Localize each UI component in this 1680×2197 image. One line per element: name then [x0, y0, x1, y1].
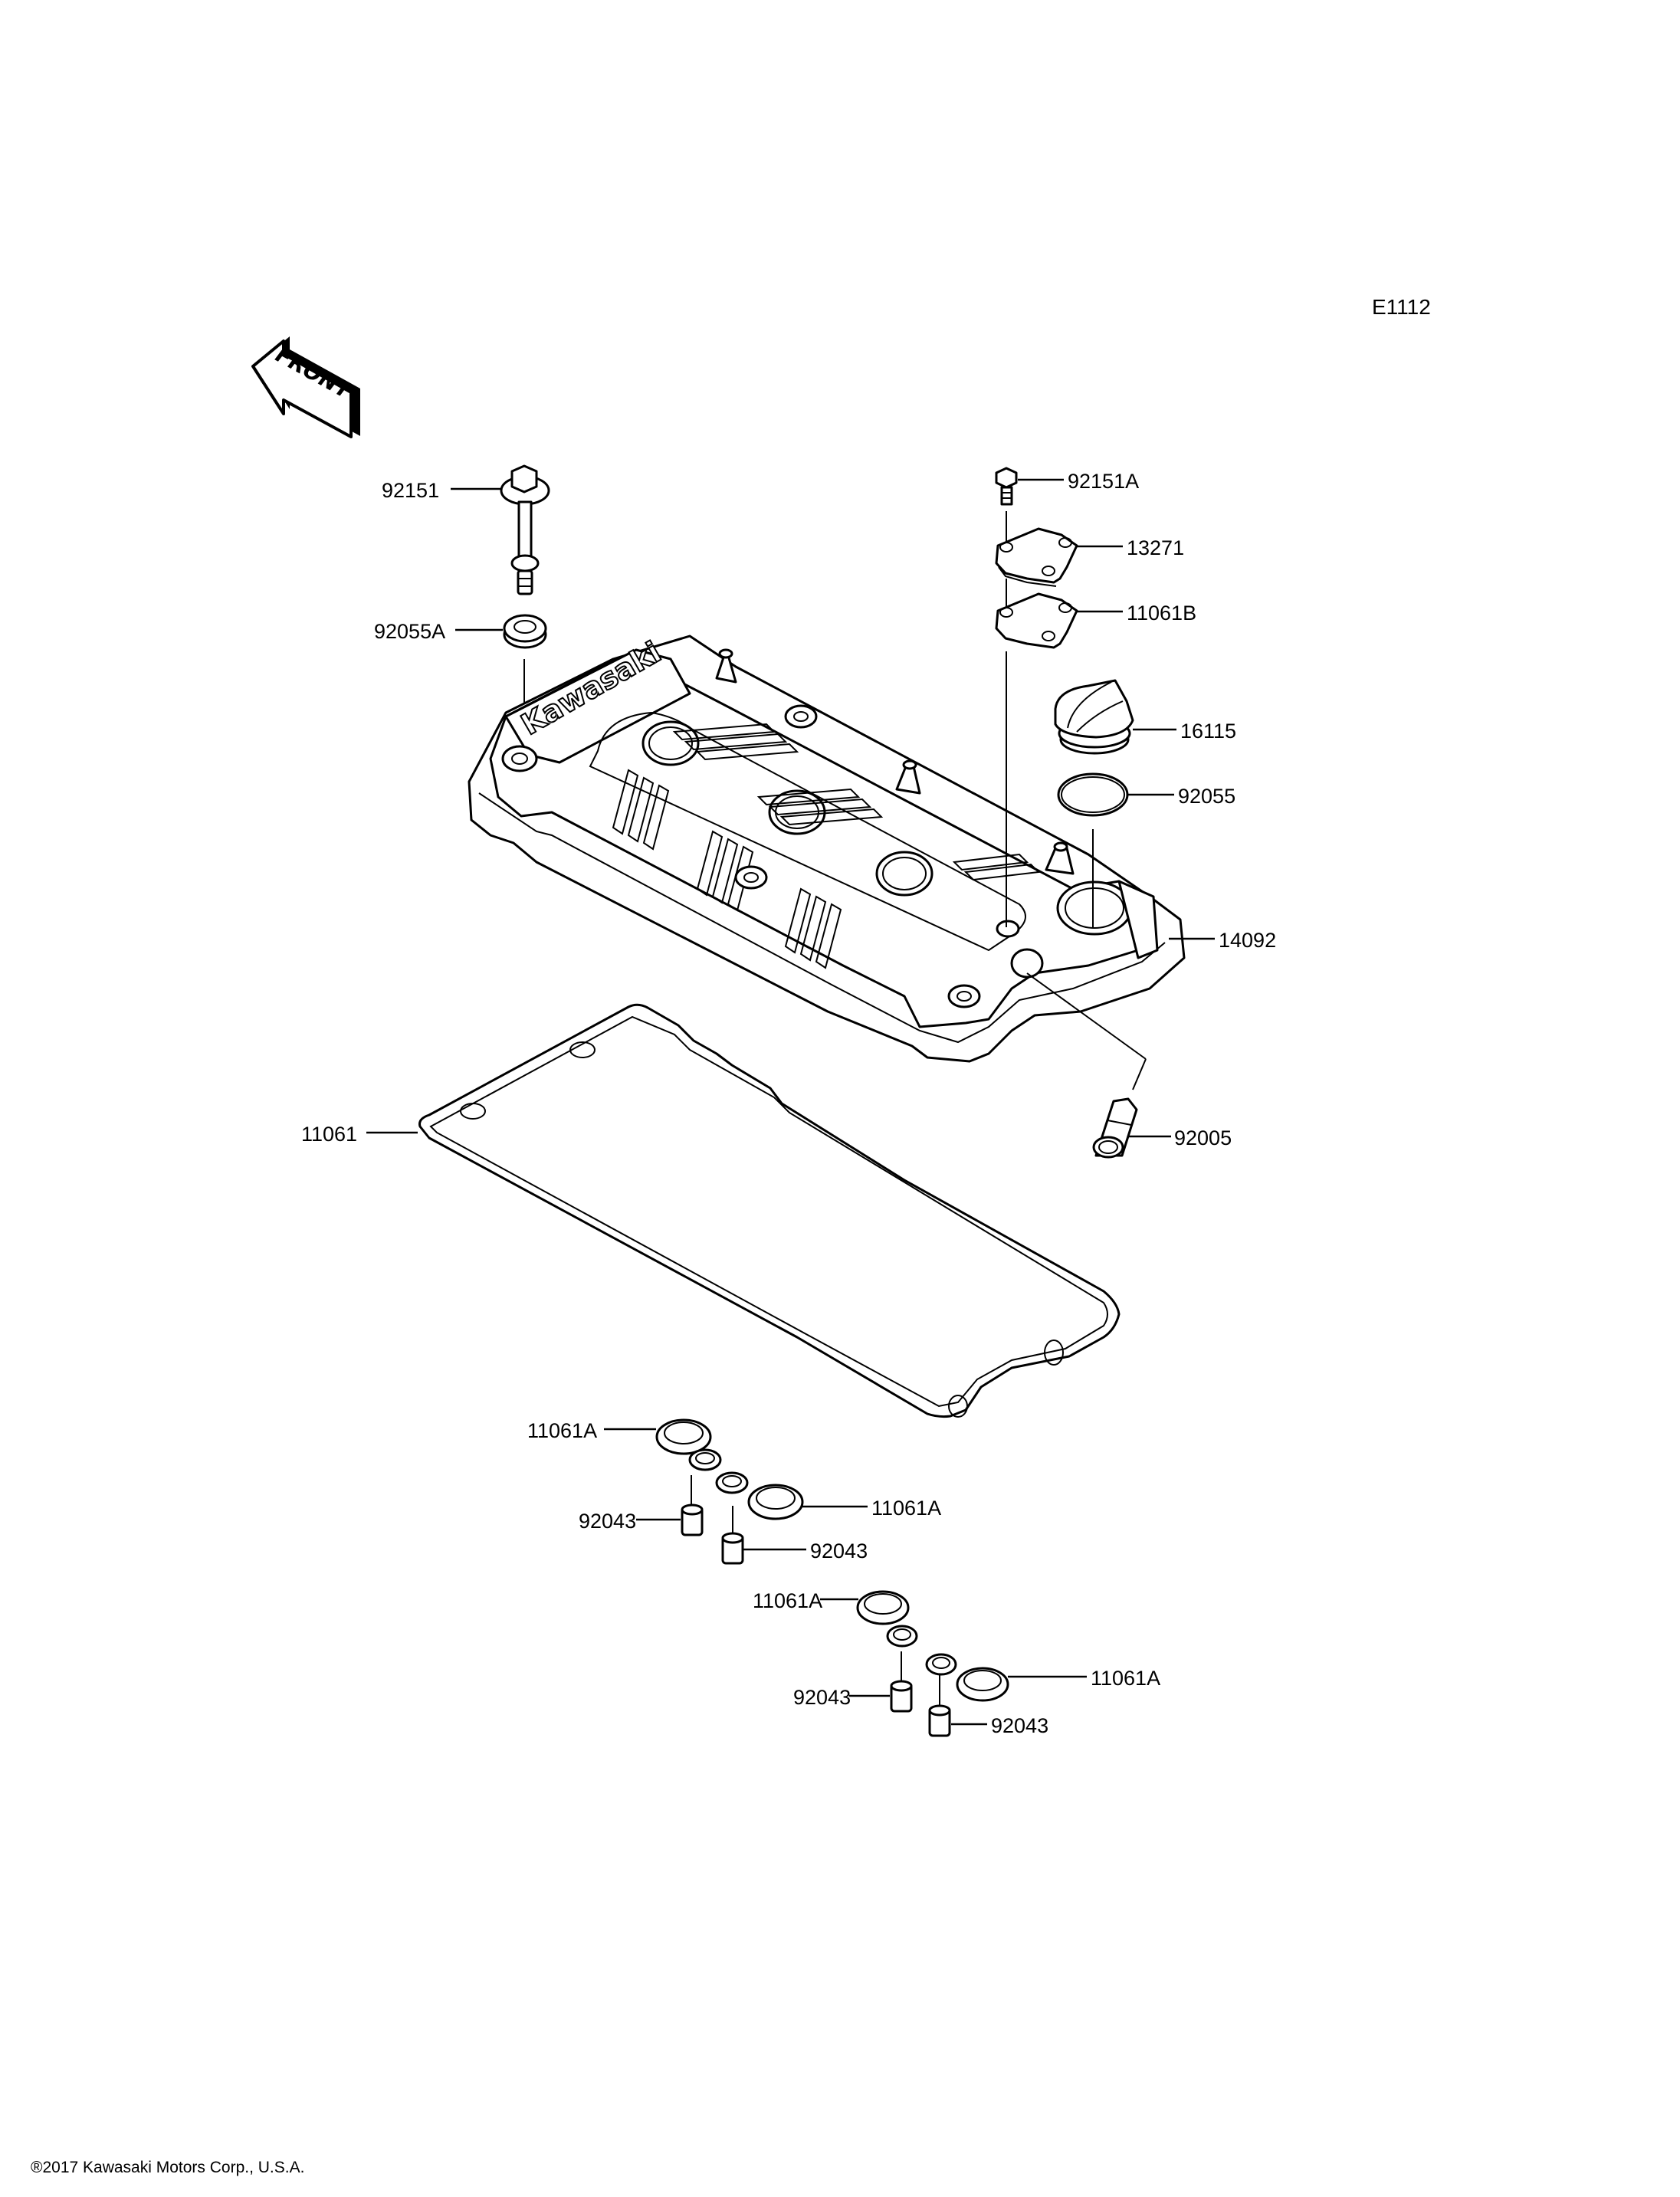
part-label-92043-2[interactable]: 92043	[810, 1540, 868, 1562]
collar-4[interactable]	[928, 1704, 951, 1737]
head-cover-gasket[interactable]	[418, 1003, 1121, 1418]
washer-top-left[interactable]	[503, 614, 547, 649]
part-label-92043-1[interactable]: 92043	[579, 1510, 636, 1533]
alignment-line	[1132, 1058, 1147, 1090]
bolt-top-left[interactable]	[500, 464, 550, 595]
plug[interactable]	[1092, 1097, 1138, 1159]
collar-2[interactable]	[721, 1532, 744, 1565]
bolt-top-right[interactable]	[995, 467, 1018, 506]
seal-3[interactable]	[856, 1590, 918, 1648]
part-label-92151[interactable]: 92151	[382, 479, 439, 502]
alignment-line	[1026, 972, 1147, 1060]
part-label-92043-4[interactable]: 92043	[991, 1714, 1048, 1737]
part-label-11061a-4[interactable]: 11061A	[1091, 1667, 1160, 1690]
part-label-11061b[interactable]: 11061B	[1127, 602, 1196, 625]
oil-cap[interactable]	[1054, 679, 1134, 755]
seal-2[interactable]	[715, 1471, 804, 1520]
part-label-11061a-2[interactable]: 11061A	[871, 1497, 941, 1520]
part-label-92043-3[interactable]: 92043	[793, 1686, 851, 1709]
part-label-11061a-3[interactable]: 11061A	[753, 1589, 822, 1612]
part-label-92055a[interactable]: 92055A	[374, 620, 445, 643]
cooling-ribs	[612, 723, 1041, 969]
part-label-16115[interactable]: 16115	[1180, 720, 1236, 743]
seal-1[interactable]	[655, 1418, 722, 1471]
diagram-code: E1112	[1372, 295, 1431, 319]
oil-cap-oring[interactable]	[1057, 772, 1129, 817]
front-arrow-icon: FRONT	[251, 336, 360, 438]
part-label-11061[interactable]: 11061	[301, 1123, 357, 1146]
part-label-92151a[interactable]: 92151A	[1068, 470, 1139, 493]
part-label-92005[interactable]: 92005	[1174, 1126, 1232, 1149]
copyright-notice: ®2017 Kawasaki Motors Corp., U.S.A.	[31, 2159, 305, 2176]
plate[interactable]	[995, 527, 1078, 587]
part-label-11061a-1[interactable]: 11061A	[527, 1419, 597, 1442]
plate-gasket[interactable]	[995, 592, 1078, 649]
collar-1[interactable]	[681, 1503, 704, 1536]
seal-4[interactable]	[925, 1653, 1009, 1702]
part-label-92055[interactable]: 92055	[1178, 785, 1235, 808]
collar-3[interactable]	[890, 1680, 913, 1713]
part-label-14092[interactable]: 14092	[1219, 929, 1276, 952]
part-label-13271[interactable]: 13271	[1127, 536, 1184, 559]
